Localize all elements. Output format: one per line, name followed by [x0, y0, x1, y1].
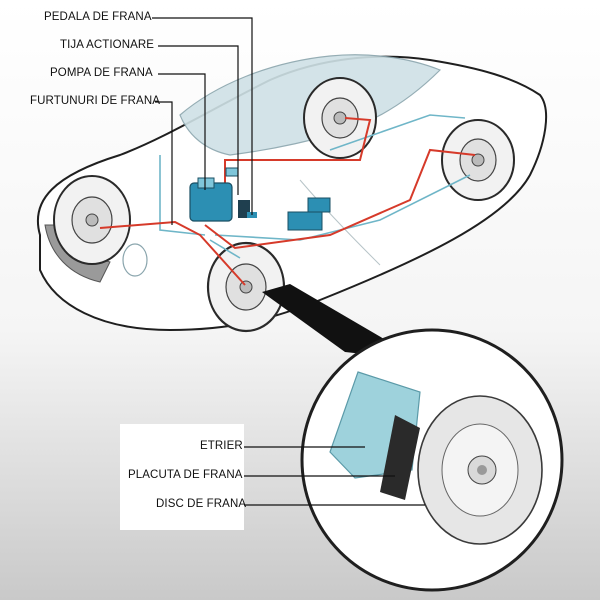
label-brake-disc: DISC DE FRANA: [156, 498, 247, 510]
inset-legend-box: [120, 424, 244, 530]
brake-pump-block: [189, 167, 239, 222]
label-brake-pedal: PEDALA DE FRANA: [44, 11, 152, 23]
inset-pad: [329, 371, 421, 500]
headlight: [122, 243, 148, 277]
inset-disc: [417, 395, 543, 545]
label-brake-pump: POMPA DE FRANA: [50, 67, 153, 79]
rear-top-wheel: [303, 77, 377, 159]
inset-leader-lines: [244, 446, 425, 506]
label-brake-hoses: FURTUNURI DE FRANA: [30, 95, 161, 107]
label-brake-pad: PLACUTA DE FRANA: [128, 469, 243, 481]
front-left-wheel: [53, 175, 131, 265]
car-body-outline: [36, 55, 547, 332]
brake-lines: [99, 117, 476, 286]
label-caliper: ETRIER: [200, 440, 243, 452]
top-leader-lines: [152, 17, 253, 225]
abs-unit: [287, 197, 331, 231]
label-actuator-rod: TIJA ACTIONARE: [60, 39, 155, 51]
rear-right-wheel: [441, 119, 515, 201]
